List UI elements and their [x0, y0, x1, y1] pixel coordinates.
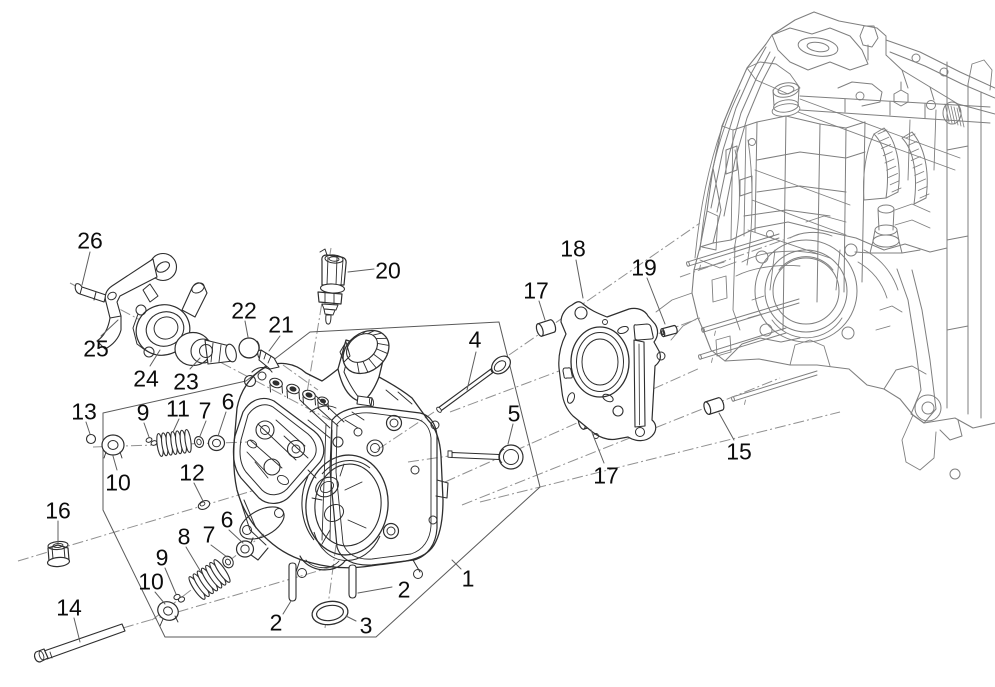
svg-text:13: 13 — [71, 398, 97, 424]
svg-text:14: 14 — [56, 594, 82, 620]
svg-text:21: 21 — [268, 311, 294, 337]
svg-text:17: 17 — [523, 277, 549, 303]
svg-text:8: 8 — [178, 523, 191, 549]
svg-text:7: 7 — [203, 521, 216, 547]
svg-text:11: 11 — [166, 395, 190, 421]
svg-text:6: 6 — [222, 388, 235, 414]
svg-text:18: 18 — [560, 235, 586, 261]
svg-text:24: 24 — [133, 365, 159, 391]
svg-text:4: 4 — [469, 326, 482, 352]
svg-text:7: 7 — [199, 397, 212, 423]
svg-text:10: 10 — [105, 469, 131, 495]
svg-text:3: 3 — [360, 612, 373, 638]
svg-text:9: 9 — [137, 399, 150, 425]
svg-text:10: 10 — [138, 568, 164, 594]
svg-text:2: 2 — [270, 609, 283, 635]
svg-text:2: 2 — [398, 576, 411, 602]
svg-text:9: 9 — [156, 544, 169, 570]
svg-text:6: 6 — [221, 506, 234, 532]
svg-text:22: 22 — [231, 297, 257, 323]
svg-text:12: 12 — [179, 459, 205, 485]
svg-text:25: 25 — [83, 335, 109, 361]
svg-text:26: 26 — [77, 227, 103, 253]
svg-text:19: 19 — [631, 254, 657, 280]
svg-text:1: 1 — [462, 565, 475, 591]
svg-text:16: 16 — [45, 497, 71, 523]
svg-text:20: 20 — [375, 257, 401, 283]
svg-text:5: 5 — [508, 400, 521, 426]
svg-text:17: 17 — [593, 462, 619, 488]
svg-text:15: 15 — [726, 438, 752, 464]
svg-text:23: 23 — [173, 368, 199, 394]
